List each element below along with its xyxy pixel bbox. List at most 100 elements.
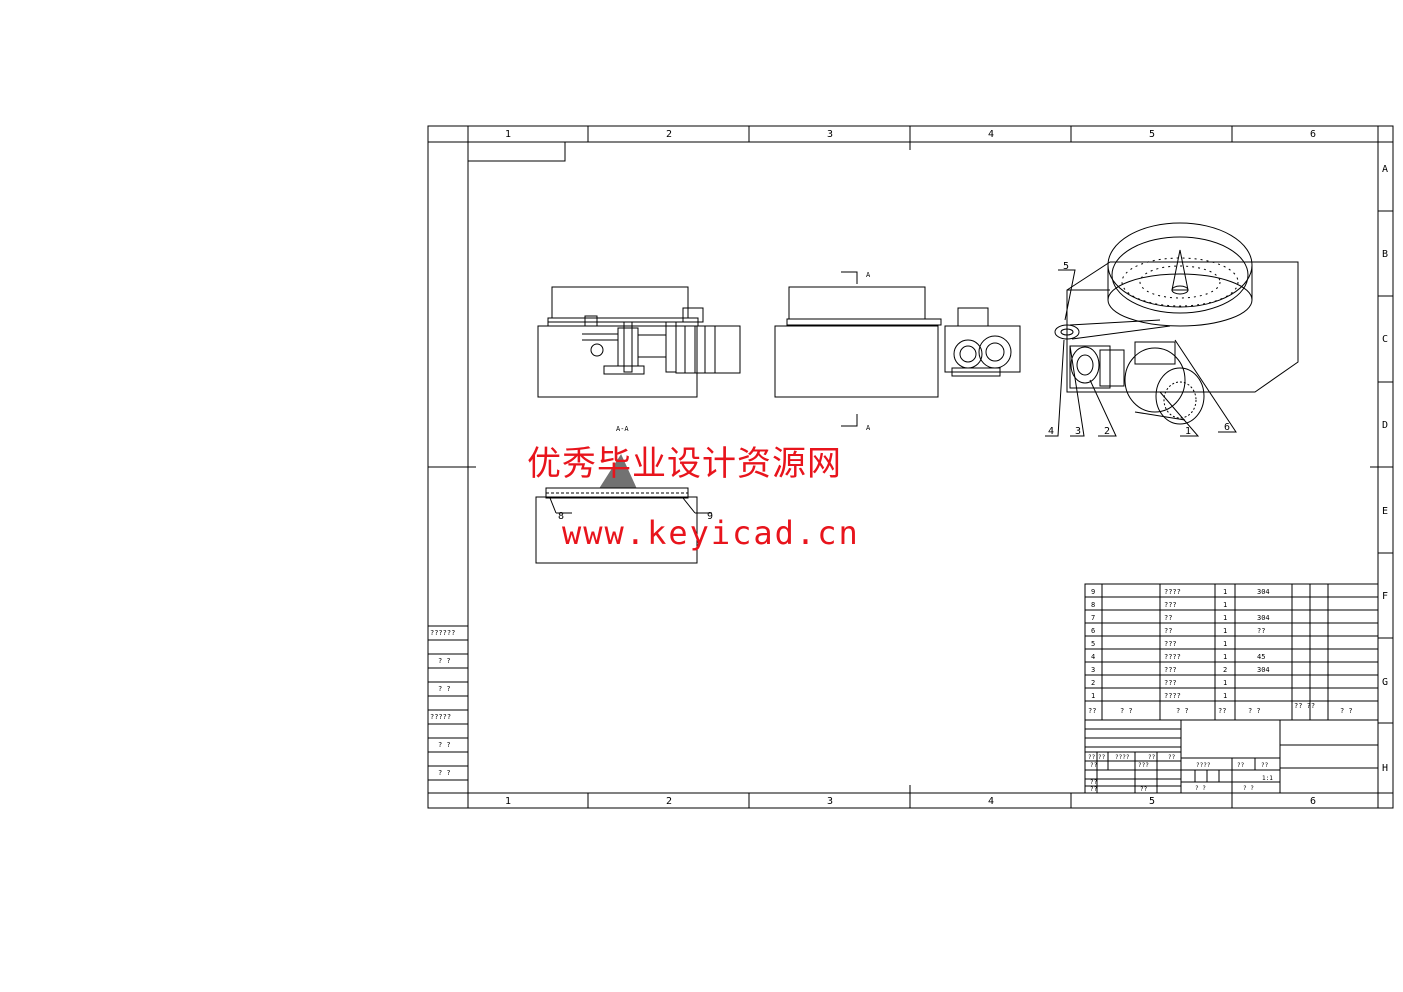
svg-text:??: ?? — [1090, 779, 1098, 786]
svg-text:45: 45 — [1257, 653, 1265, 661]
svg-text:1: 1 — [1223, 692, 1227, 700]
section-view — [535, 453, 712, 564]
svg-text:? ?: ? ? — [1248, 707, 1261, 715]
svg-text:? ?: ? ? — [438, 685, 451, 693]
svg-text:? ?: ? ? — [1176, 707, 1189, 715]
svg-text:??: ?? — [1168, 754, 1176, 761]
svg-text:???: ??? — [1164, 601, 1177, 609]
svg-text:304: 304 — [1257, 614, 1270, 622]
svg-text:???: ??? — [1164, 679, 1177, 687]
row-label-h: H — [1382, 763, 1388, 774]
parts-list — [1084, 583, 1379, 721]
callout-6: 6 — [1224, 422, 1230, 433]
svg-text:????: ???? — [1164, 588, 1181, 596]
svg-text:??: ?? — [1164, 627, 1172, 635]
watermark-text: 优秀毕业设计资源网 — [527, 444, 842, 484]
col-label-top-1: 1 — [505, 129, 511, 140]
side-block-text: ?????? ? ? ? ? ????? ? ? ? ? — [430, 629, 455, 777]
front-view — [537, 286, 741, 398]
title-block — [1084, 719, 1379, 794]
callout-9: 9 — [707, 511, 713, 522]
row-label-g: G — [1382, 677, 1388, 688]
col-label-bottom-4: 4 — [988, 796, 994, 807]
svg-text:304: 304 — [1257, 588, 1270, 596]
svg-text:??: ?? — [1257, 627, 1265, 635]
svg-text:2: 2 — [1091, 679, 1095, 687]
col-label-top-3: 3 — [827, 129, 833, 140]
svg-text:1:1: 1:1 — [1262, 775, 1273, 782]
svg-text:???: ??? — [1164, 666, 1177, 674]
svg-text:??????: ?????? — [430, 629, 455, 637]
svg-text:304: 304 — [1257, 666, 1270, 674]
svg-text:1: 1 — [1223, 601, 1227, 609]
row-label-a: A — [1382, 164, 1388, 175]
svg-text:? ?: ? ? — [438, 741, 451, 749]
svg-text:????: ???? — [1196, 762, 1211, 769]
svg-text:? ?: ? ? — [438, 657, 451, 665]
svg-text:??: ?? — [1261, 762, 1269, 769]
svg-text:1: 1 — [1223, 588, 1227, 596]
svg-text:??: ?? — [1148, 754, 1156, 761]
svg-text:1: 1 — [1223, 679, 1227, 687]
cut-mark-top: A — [866, 271, 871, 279]
section-label: A-A — [616, 425, 629, 433]
title-block-text: ?? ?? ???? ?? ?? ?? ??? ?? ?? ?? ???? ??… — [1088, 754, 1273, 793]
svg-text:??: ?? — [1164, 614, 1172, 622]
cut-mark-bottom: A — [866, 424, 871, 432]
svg-text:????: ???? — [1115, 754, 1130, 761]
svg-text:1: 1 — [1223, 640, 1227, 648]
svg-text:?? ??: ?? ?? — [1294, 702, 1315, 710]
row-label-c: C — [1382, 334, 1388, 345]
col-label-bottom-1: 1 — [505, 796, 511, 807]
svg-text:??: ?? — [1237, 762, 1245, 769]
svg-text:1: 1 — [1223, 653, 1227, 661]
svg-text:8: 8 — [1091, 601, 1095, 609]
svg-text:? ?: ? ? — [438, 769, 451, 777]
row-label-f: F — [1382, 591, 1388, 602]
svg-text:2: 2 — [1223, 666, 1227, 674]
svg-text:1: 1 — [1223, 627, 1227, 635]
callout-4: 4 — [1048, 426, 1054, 437]
svg-text:????: ???? — [1164, 653, 1181, 661]
svg-text:1: 1 — [1091, 692, 1095, 700]
callout-8: 8 — [558, 511, 564, 522]
svg-text:3: 3 — [1091, 666, 1095, 674]
callout-1: 1 — [1185, 426, 1191, 437]
svg-text:????: ???? — [1164, 692, 1181, 700]
svg-text:?????: ????? — [430, 713, 451, 721]
callout-3: 3 — [1075, 426, 1081, 437]
svg-text:? ?: ? ? — [1243, 785, 1254, 792]
col-label-top-4: 4 — [988, 129, 994, 140]
svg-text:9: 9 — [1091, 588, 1095, 596]
svg-text:??: ?? — [1140, 786, 1148, 793]
col-label-top-2: 2 — [666, 129, 672, 140]
row-label-b: B — [1382, 249, 1388, 260]
isometric-view — [1045, 222, 1299, 437]
svg-text:4: 4 — [1091, 653, 1095, 661]
svg-text:??: ?? — [1088, 707, 1096, 715]
col-label-top-5: 5 — [1149, 129, 1155, 140]
col-label-bottom-2: 2 — [666, 796, 672, 807]
svg-text:???: ??? — [1164, 640, 1177, 648]
svg-text:??: ?? — [1098, 754, 1106, 761]
watermark-url[interactable]: www.keyicad.cn — [562, 514, 860, 552]
row-label-d: D — [1382, 420, 1388, 431]
svg-text:? ?: ? ? — [1120, 707, 1133, 715]
svg-text:5: 5 — [1091, 640, 1095, 648]
col-label-top-6: 6 — [1310, 129, 1316, 140]
col-label-bottom-6: 6 — [1310, 796, 1316, 807]
svg-text:???: ??? — [1138, 762, 1149, 769]
callout-2: 2 — [1104, 426, 1110, 437]
col-label-bottom-5: 5 — [1149, 796, 1155, 807]
svg-text:7: 7 — [1091, 614, 1095, 622]
svg-text:? ?: ? ? — [1340, 707, 1353, 715]
svg-text:1: 1 — [1223, 614, 1227, 622]
side-view — [774, 271, 1021, 427]
callout-5: 5 — [1063, 261, 1069, 272]
row-label-e: E — [1382, 506, 1388, 517]
svg-text:6: 6 — [1091, 627, 1095, 635]
svg-text:??: ?? — [1090, 786, 1098, 793]
svg-text:??: ?? — [1090, 762, 1098, 769]
svg-text:??: ?? — [1088, 754, 1096, 761]
